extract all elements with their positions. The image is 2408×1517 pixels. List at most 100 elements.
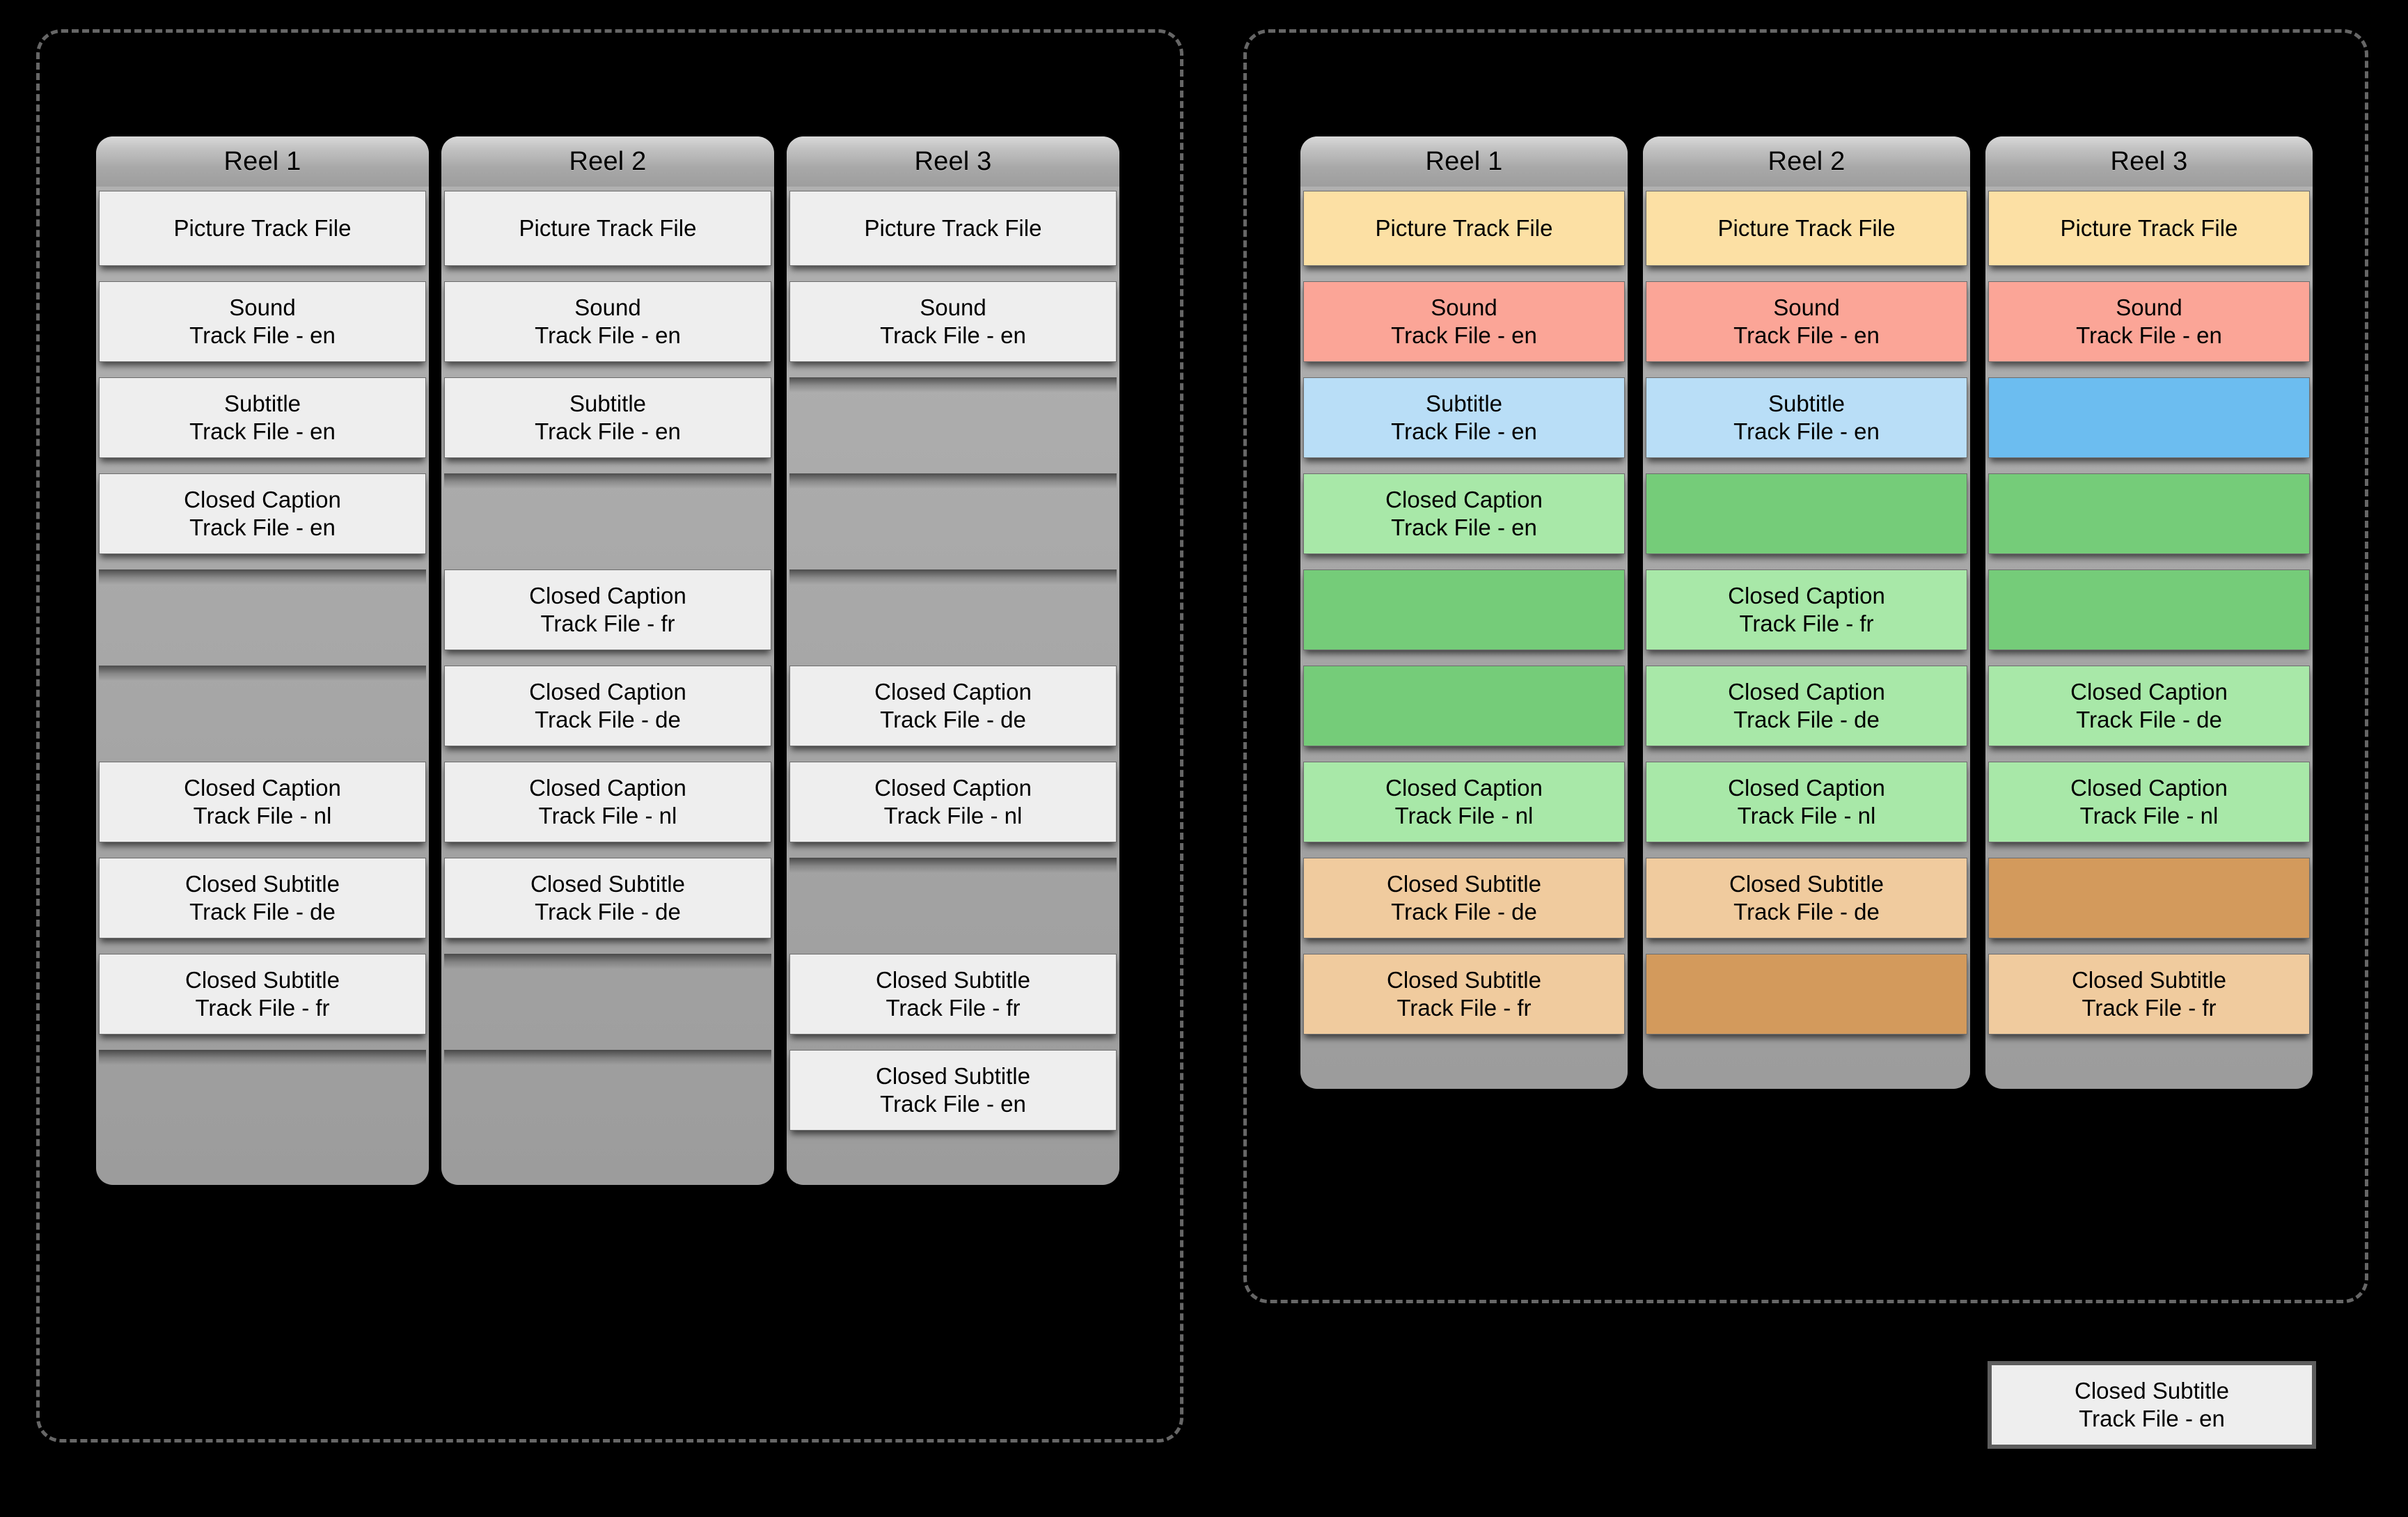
track-cell-placeholder-cs-fr[interactable]	[1646, 954, 1967, 1035]
track-cell-placeholder-cc-de[interactable]	[1303, 666, 1625, 746]
track-slot-picture[interactable]: Picture Track File	[1985, 191, 2313, 266]
track-slot-picture[interactable]: Picture Track File	[441, 191, 774, 266]
track-cell-picture[interactable]: Picture Track File	[444, 191, 771, 266]
track-cell-placeholder-cc-fr[interactable]	[1303, 569, 1625, 650]
track-slot-cc-fr[interactable]	[1300, 569, 1628, 650]
track-slot-subtitle-en[interactable]	[1985, 377, 2313, 458]
track-cell-placeholder-cc-fr[interactable]	[1988, 569, 2310, 650]
track-cell-picture[interactable]: Picture Track File	[1988, 191, 2310, 266]
track-cell-picture[interactable]: Picture Track File	[1646, 191, 1967, 266]
track-slot-cs-fr[interactable]	[1643, 954, 1970, 1035]
track-cell-picture[interactable]: Picture Track File	[1303, 191, 1625, 266]
track-cell-picture[interactable]: Picture Track File	[789, 191, 1117, 266]
track-slot-cc-en[interactable]	[1985, 473, 2313, 554]
track-cell-placeholder-subtitle-en[interactable]	[1988, 377, 2310, 458]
track-slot-cc-de[interactable]	[1300, 666, 1628, 746]
track-cell-placeholder-cc-en[interactable]	[1646, 473, 1967, 554]
track-slot-picture[interactable]: Picture Track File	[96, 191, 429, 266]
track-cell-placeholder-cs-de[interactable]	[1988, 858, 2310, 938]
track-slot-cc-fr[interactable]	[1985, 569, 2313, 650]
legend-closed-subtitle-chip[interactable]: Closed Subtitle Track File - en	[1988, 1361, 2316, 1449]
track-cell-placeholder-cc-en[interactable]	[1988, 473, 2310, 554]
track-slot-cs-de[interactable]	[1985, 858, 2313, 938]
track-cell-picture[interactable]: Picture Track File	[99, 191, 426, 266]
track-slot-picture[interactable]: Picture Track File	[787, 191, 1119, 266]
track-slot-picture[interactable]: Picture Track File	[1643, 191, 1970, 266]
track-slot-cc-en[interactable]	[1643, 473, 1970, 554]
track-slot-picture[interactable]: Picture Track File	[1300, 191, 1628, 266]
